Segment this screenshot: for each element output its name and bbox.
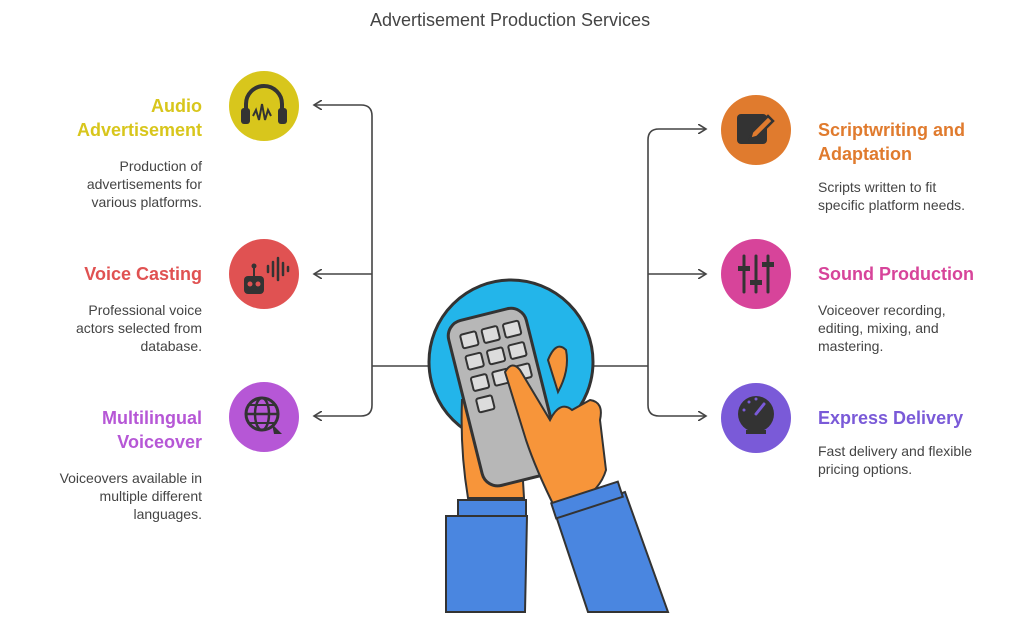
hands-remote-icon bbox=[427, 278, 670, 613]
scripting-description: Scripts written to fit specific platform… bbox=[818, 178, 1008, 214]
audio-heading-line2: Advertisement bbox=[76, 120, 202, 140]
sound-description: Voiceover recording, editing, mixing, an… bbox=[818, 301, 1008, 355]
multilingual-heading-line2: Voiceover bbox=[117, 432, 202, 452]
voice-robot-icon bbox=[229, 239, 299, 309]
audio-heading: Audio Advertisement bbox=[40, 94, 202, 142]
sound-heading: Sound Production bbox=[818, 264, 974, 284]
multilingual-description: Voiceovers available in multiple differe… bbox=[30, 469, 202, 523]
connector-audio bbox=[314, 105, 373, 366]
right-connectors bbox=[590, 129, 706, 416]
mixer-sliders-icon bbox=[721, 239, 791, 309]
audio-heading-line1: Audio bbox=[151, 96, 202, 116]
scripting-heading-line1: Scriptwriting and bbox=[818, 120, 966, 140]
express-heading: Express Delivery bbox=[818, 408, 964, 428]
casting-desc-line3: database. bbox=[140, 338, 203, 354]
speedometer-icon bbox=[721, 383, 791, 453]
pencil-edit-icon bbox=[721, 95, 791, 165]
headphones-icon bbox=[229, 71, 299, 141]
express-desc-line2: pricing options. bbox=[818, 461, 913, 477]
audio-desc-line2: advertisements for bbox=[86, 176, 202, 192]
scripting-desc-line1: Scripts written to fit bbox=[818, 179, 937, 195]
express-description: Fast delivery and flexible pricing optio… bbox=[818, 442, 1008, 478]
globe-icon bbox=[229, 382, 299, 452]
left-connectors bbox=[314, 105, 432, 416]
connector-multilingual bbox=[314, 366, 373, 416]
audio-desc-line1: Production of bbox=[119, 158, 203, 174]
multilingual-desc-line1: Voiceovers available in bbox=[59, 470, 202, 486]
audio-desc-line3: various platforms. bbox=[91, 194, 202, 210]
sound-desc-line1: Voiceover recording, bbox=[818, 302, 946, 318]
scripting-heading: Scriptwriting and Adaptation bbox=[818, 118, 1008, 166]
scripting-heading-line2: Adaptation bbox=[818, 144, 912, 164]
sound-desc-line2: editing, mixing, and bbox=[818, 320, 939, 336]
casting-desc-line2: actors selected from bbox=[75, 320, 202, 336]
audio-description: Production of advertisements for various… bbox=[40, 157, 202, 211]
diagram-title: Advertisement Production Services bbox=[369, 10, 651, 30]
casting-heading: Voice Casting bbox=[84, 264, 202, 284]
casting-desc-line1: Professional voice bbox=[88, 302, 202, 318]
connector-express bbox=[647, 366, 706, 416]
multilingual-heading: Multilingual Voiceover bbox=[40, 406, 202, 454]
multilingual-desc-line3: languages. bbox=[133, 506, 202, 522]
connector-scripting bbox=[647, 129, 706, 366]
casting-description: Professional voice actors selected from … bbox=[40, 301, 202, 355]
multilingual-heading-line1: Multilingual bbox=[102, 408, 202, 428]
express-desc-line1: Fast delivery and flexible bbox=[818, 443, 973, 459]
scripting-desc-line2: specific platform needs. bbox=[818, 197, 966, 213]
sound-desc-line3: mastering. bbox=[818, 338, 884, 354]
multilingual-desc-line2: multiple different bbox=[99, 488, 202, 504]
